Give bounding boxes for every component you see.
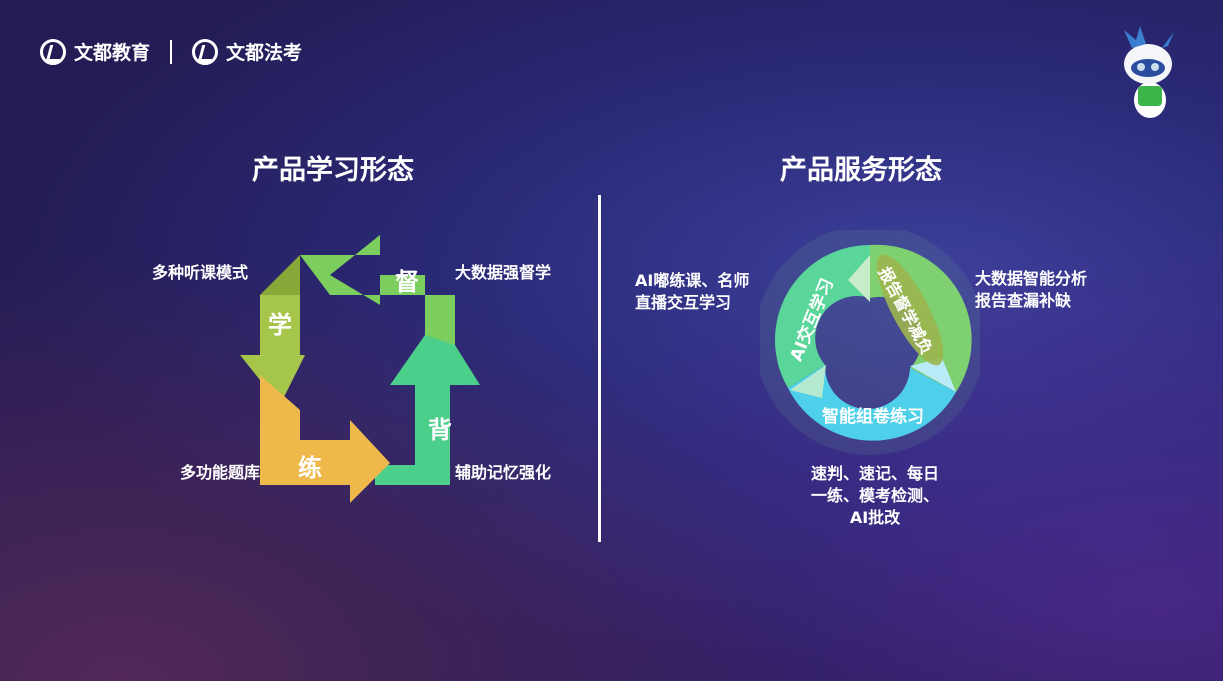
step-char-lian: 练 — [298, 454, 322, 482]
logo-divider — [170, 39, 173, 64]
step-label-bei: 辅助记忆强化 — [455, 463, 552, 482]
arrow-bei — [375, 335, 480, 485]
learning-form-title: 产品学习形态 — [252, 155, 414, 186]
section-divider — [598, 195, 601, 542]
segment-label-practice: 智能组卷练习 — [822, 407, 924, 427]
logo-wendu-law: 文都法考 — [226, 42, 303, 64]
step-char-bei: 背 — [428, 416, 452, 444]
desc-ai: AI嘟练课、名师 直播交互学习 — [635, 271, 750, 312]
segment-ai-interactive — [774, 245, 870, 388]
wendu-logo-icon — [192, 38, 219, 65]
step-char-xue: 学 — [268, 311, 292, 339]
learning-cycle-diagram — [240, 235, 480, 503]
logo-wendu-education: 文都教育 — [74, 42, 151, 64]
arrow-du — [300, 235, 455, 365]
service-donut-diagram — [760, 230, 980, 455]
desc-report: 大数据智能分析 报告查漏补缺 — [975, 269, 1088, 310]
arrow-lian — [260, 375, 390, 503]
step-label-xue: 多种听课模式 — [152, 263, 249, 282]
step-char-du: 督 — [395, 268, 419, 296]
desc-practice: 速判、速记、每日 一练、模考检测、 AI批改 — [810, 464, 939, 527]
step-label-lian: 多功能题库 — [180, 463, 261, 482]
service-form-title: 产品服务形态 — [780, 155, 942, 186]
wendu-logo-icon — [40, 38, 66, 65]
mascot-icon — [1124, 26, 1174, 118]
logo-bar: 文都教育 文都法考 — [40, 38, 302, 65]
segment-practice — [788, 365, 956, 441]
step-label-du: 大数据强督学 — [455, 263, 552, 282]
